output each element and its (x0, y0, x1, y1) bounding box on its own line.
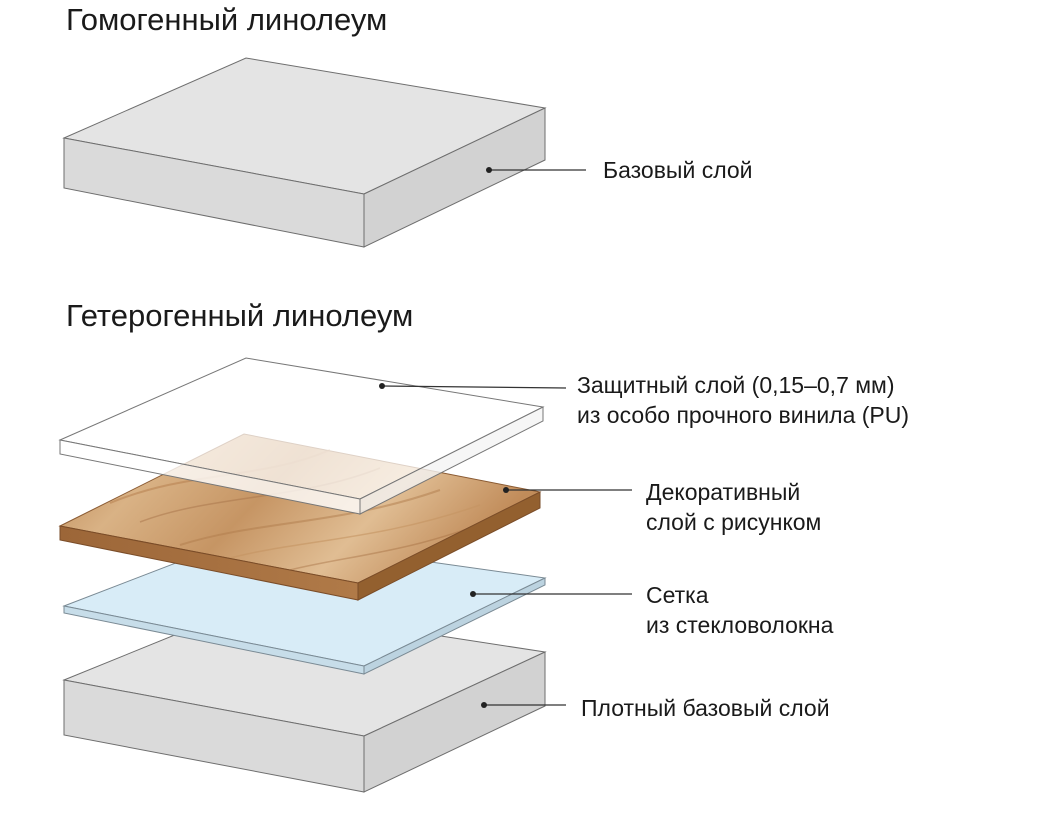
protective-vinyl-layer (58, 357, 545, 515)
homogeneous-base-slab (62, 57, 547, 248)
label-dense-base: Плотный базовый слой (581, 693, 830, 723)
leader-decorative-layer (503, 487, 632, 493)
leader-base-layer (486, 167, 586, 173)
homogeneous-title: Гомогенный линолеум (66, 2, 388, 37)
label-protective-line1: Защитный слой (0,15–0,7 мм) (577, 372, 895, 398)
label-mesh-line1: Сетка (646, 582, 709, 608)
leader-protective-layer (379, 383, 567, 389)
label-protective-layer: Защитный слой (0,15–0,7 мм) из особо про… (577, 370, 909, 430)
leader-dense-base (481, 702, 566, 708)
label-decorative-line2: слой с рисунком (646, 509, 822, 535)
label-mesh-layer: Сетка из стекловолокна (646, 580, 833, 640)
label-base-layer-text: Базовый слой (603, 157, 753, 183)
leader-mesh-layer (470, 591, 632, 597)
label-decorative-line1: Декоративный (646, 479, 801, 505)
label-base-layer: Базовый слой (603, 155, 753, 185)
label-protective-line2: из особо прочного винила (PU) (577, 402, 910, 428)
heterogeneous-title: Гетерогенный линолеум (66, 298, 414, 333)
label-mesh-line2: из стекловолокна (646, 612, 834, 638)
label-decorative-layer: Декоративный слой с рисунком (646, 477, 821, 537)
fiberglass-mesh-layer (62, 535, 547, 675)
label-dense-base-text: Плотный базовый слой (581, 695, 830, 721)
